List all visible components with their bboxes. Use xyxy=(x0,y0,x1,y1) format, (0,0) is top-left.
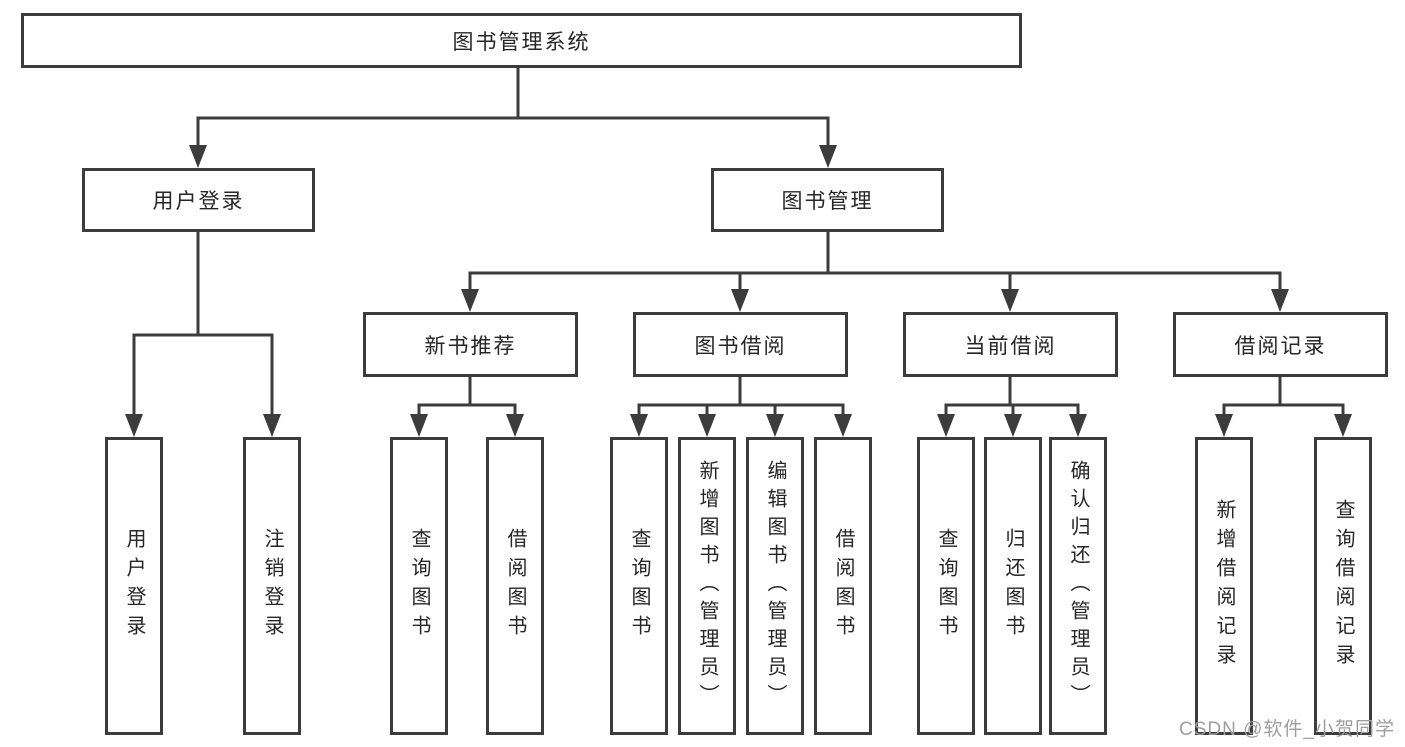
node-current-borrowing: 当前借阅 xyxy=(903,312,1118,377)
node-root: 图书管理系统 xyxy=(21,13,1022,68)
arrowhead-icon xyxy=(506,414,524,437)
leaf-new-book-query: 查询图书 xyxy=(390,437,448,735)
connector-root-to-level2 xyxy=(189,67,837,168)
connector-new-book-to-leaves xyxy=(410,377,524,437)
arrowhead-icon xyxy=(819,145,837,168)
node-label: 编辑图书（管理员） xyxy=(764,460,786,712)
node-user-login: 用户登录 xyxy=(82,168,315,232)
arrowhead-icon xyxy=(1334,414,1352,437)
node-label: 查询图书 xyxy=(935,528,957,644)
node-label: 图书管理系统 xyxy=(452,30,591,54)
node-label: 用户登录 xyxy=(123,528,145,644)
arrowhead-icon xyxy=(766,414,784,437)
node-label: 查询图书 xyxy=(408,528,430,644)
node-label: 确认归还（管理员） xyxy=(1067,460,1089,712)
arrowhead-icon xyxy=(834,414,852,437)
leaf-user-login-logout: 注销登录 xyxy=(243,437,301,735)
leaf-records-add: 新增借阅记录 xyxy=(1195,437,1253,735)
connector-book-management-to-level3 xyxy=(461,232,1289,312)
arrowhead-icon xyxy=(1001,289,1019,312)
node-label: 用户登录 xyxy=(152,190,245,213)
leaf-current-query: 查询图书 xyxy=(917,437,975,735)
node-book-borrowing: 图书借阅 xyxy=(633,312,848,377)
leaf-borrow-borrow: 借阅图书 xyxy=(814,437,872,735)
connector-current-borrow-to-leaves xyxy=(937,377,1087,437)
node-label: 归还图书 xyxy=(1002,528,1024,644)
leaf-borrow-add-admin: 新增图书（管理员） xyxy=(678,437,736,735)
node-label: 借阅图书 xyxy=(504,528,526,644)
arrowhead-icon xyxy=(461,289,479,312)
leaf-user-login-login: 用户登录 xyxy=(105,437,163,735)
node-label: 借阅记录 xyxy=(1234,334,1327,358)
arrowhead-icon xyxy=(630,414,648,437)
node-new-book-recommend: 新书推荐 xyxy=(363,312,578,377)
node-label: 查询借阅记录 xyxy=(1332,499,1354,673)
arrowhead-icon xyxy=(189,145,207,168)
leaf-current-return: 归还图书 xyxy=(984,437,1042,735)
node-label: 图书管理 xyxy=(781,190,874,213)
arrowhead-icon xyxy=(410,414,428,437)
arrowhead-icon xyxy=(937,414,955,437)
node-label: 查询图书 xyxy=(628,528,650,644)
arrowhead-icon xyxy=(263,414,281,437)
node-label: 当前借阅 xyxy=(964,334,1057,358)
leaf-records-query: 查询借阅记录 xyxy=(1314,437,1372,735)
connector-book-borrow-to-leaves xyxy=(630,377,852,437)
node-label: 新增图书（管理员） xyxy=(696,460,718,712)
node-borrowing-records: 借阅记录 xyxy=(1173,312,1388,377)
node-label: 注销登录 xyxy=(261,528,283,644)
connector-user-login-to-leaves xyxy=(125,232,281,437)
arrowhead-icon xyxy=(1004,414,1022,437)
watermark: CSDN @软件_小贺同学 xyxy=(1179,719,1395,740)
arrowhead-icon xyxy=(1271,289,1289,312)
leaf-borrow-query: 查询图书 xyxy=(610,437,668,735)
leaf-borrow-edit-admin: 编辑图书（管理员） xyxy=(746,437,804,735)
node-label: 图书借阅 xyxy=(694,334,787,358)
arrowhead-icon xyxy=(1069,414,1087,437)
node-label: 借阅图书 xyxy=(832,528,854,644)
arrowhead-icon xyxy=(698,414,716,437)
node-label: 新书推荐 xyxy=(424,334,517,358)
leaf-current-confirm-admin: 确认归还（管理员） xyxy=(1049,437,1107,735)
arrowhead-icon xyxy=(1215,414,1233,437)
leaf-new-book-borrow: 借阅图书 xyxy=(486,437,544,735)
connector-borrow-record-to-leaves xyxy=(1215,377,1352,437)
node-label: 新增借阅记录 xyxy=(1213,499,1235,673)
arrowhead-icon xyxy=(731,289,749,312)
arrowhead-icon xyxy=(125,414,143,437)
node-book-management: 图书管理 xyxy=(711,168,944,232)
